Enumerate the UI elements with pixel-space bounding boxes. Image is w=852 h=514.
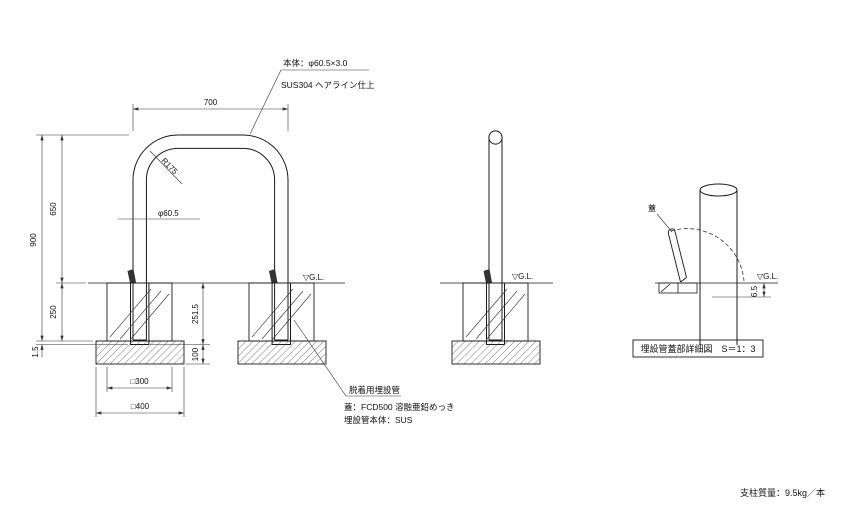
dim-300-label: □300 [130, 377, 149, 386]
gravel-base-side [451, 340, 541, 365]
cover-label: 蓋 [648, 203, 656, 213]
front-view [88, 134, 345, 365]
leader-radius [149, 150, 183, 185]
dim-400-label: □400 [131, 402, 150, 411]
arch-pipe-inner [145, 147, 276, 340]
concrete-hatch-right [251, 288, 312, 341]
foundation-block-side [462, 282, 529, 342]
dim-250-label: 250 [49, 305, 58, 319]
gl-label-side: ▽G.L. [512, 272, 533, 281]
cover-latch-right [269, 269, 278, 283]
pipe-top-circle [488, 130, 503, 145]
foundation-block-left [106, 282, 173, 342]
front-texts: 700 900 650 250 1.5 251.5 100 □300 □400 … [29, 58, 455, 425]
detail-texts: 蓋 ▽G.L. 6.5 埋設管蓋部詳細図 S＝1：3 [640, 203, 778, 354]
dim-1-5-label: 1.5 [31, 346, 40, 358]
radius-label: R175 [160, 156, 180, 176]
note-finish: SUS304 ヘアライン仕上 [281, 80, 375, 90]
leader-sleeve-note [293, 319, 347, 397]
concrete-hatch-left [109, 288, 170, 341]
leader-cover [656, 213, 673, 233]
cover-latch-side [483, 269, 492, 283]
detail-caption-box [632, 339, 764, 358]
front-dimensions [36, 69, 401, 417]
gl-label-front: ▽G.L. [303, 273, 324, 282]
note-body-spec: 本体：φ60.5×3.0 [283, 58, 348, 68]
dim-650-label: 650 [49, 202, 58, 216]
note-sleeve: 脱着用埋設管 [349, 385, 400, 395]
foundation-block-right [248, 282, 315, 342]
dim-251-5-label: 251.5 [191, 303, 200, 324]
note-sleeve-body: 埋設管本体：SUS [344, 415, 413, 425]
cover-latch-left [127, 269, 136, 283]
detail-pipe-top [699, 183, 738, 197]
dim-6-5-label: 6.5 [750, 285, 759, 297]
gravel-base-left [95, 340, 185, 365]
gravel-base-right [237, 340, 327, 365]
pipe-dia-label: φ60.5 [158, 209, 179, 218]
leader-body-note [249, 69, 282, 135]
note-cover-spec: 蓋：FCD500 溶融亜鉛めっき [344, 402, 455, 412]
side-view [440, 130, 553, 365]
concrete-hatch-side [465, 288, 526, 341]
dim-700-label: 700 [204, 98, 218, 107]
detail-caption: 埋設管蓋部詳細図 S＝1：3 [640, 343, 755, 354]
dim-100-label: 100 [191, 347, 200, 361]
detail-view [655, 183, 778, 345]
detail-dimensions [656, 213, 771, 298]
gl-label-detail: ▽G.L. [757, 272, 778, 281]
hinge-bracket [658, 282, 698, 294]
cover-plate [667, 228, 687, 283]
arch-pipe-outer [132, 134, 289, 340]
dim-900-label: 900 [29, 233, 38, 247]
mass-note: 支柱質量：9.5kg／本 [740, 487, 825, 498]
cover-swing-arc [670, 228, 745, 282]
